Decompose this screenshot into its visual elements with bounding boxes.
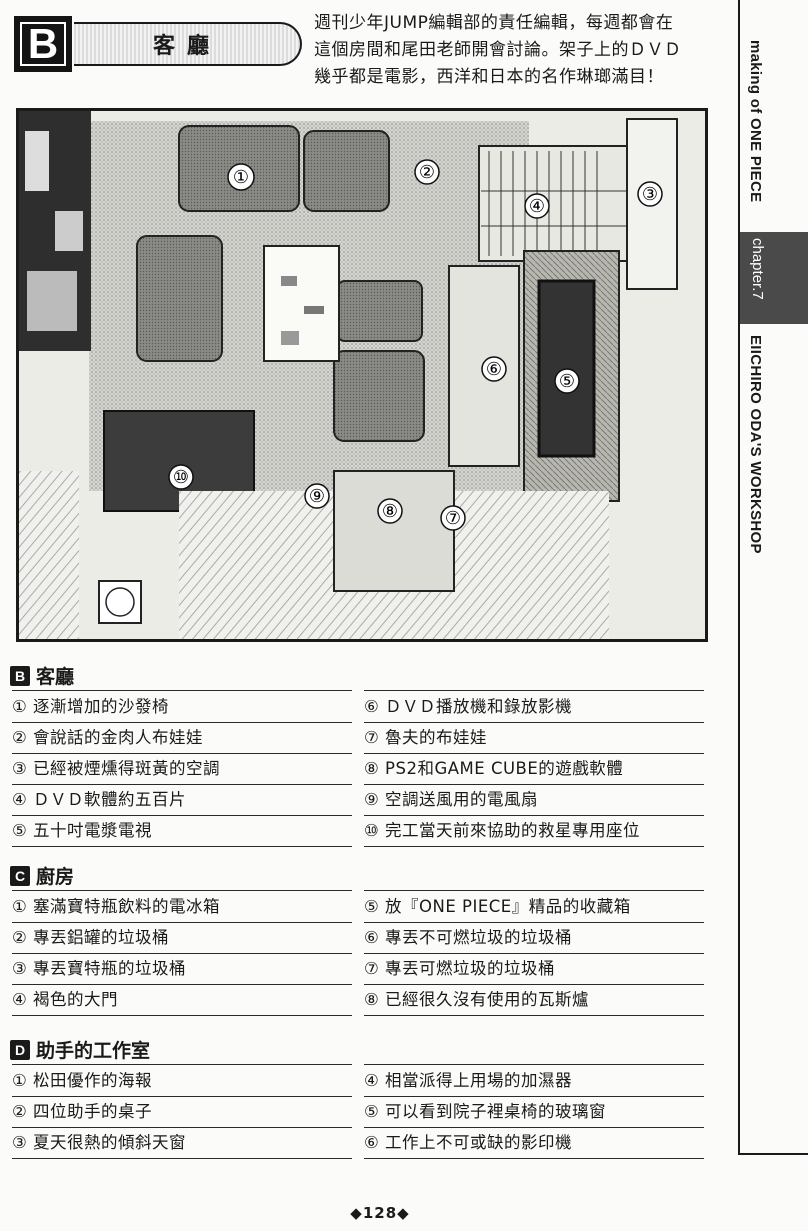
section-heading-b: B 客廳 [10,662,74,689]
marker-5: ⑤ [559,371,575,392]
legend-item: ③ 專丟寶特瓶的垃圾桶 [12,954,352,985]
section-badge: B [10,665,30,686]
shelf-item [27,271,77,331]
intro-text: 週刊少年JUMP編輯部的責任編輯，每週都會在 這個房間和尾田老師開會討論。架子上… [314,10,724,91]
marker-6: ⑥ [486,359,502,380]
page-number: ◆128◆ [350,1204,410,1222]
section-badge: C [10,865,30,886]
side-tab-border-bottom [738,1153,808,1155]
legend-item: ⑤ 可以看到院子裡桌椅的玻璃窗 [364,1097,704,1128]
section-badge: D [10,1039,30,1060]
legend-item: ⑧ 已經很久沒有使用的瓦斯爐 [364,985,704,1016]
marker-circle [414,159,440,185]
legend-item: ④ ＤＶＤ軟體約五百片 [12,785,352,816]
rule [364,890,704,891]
marker-3: ③ [642,184,658,205]
marker-circle [440,505,466,531]
av-rack [448,265,520,467]
side-chapter-tab: chapter.7 [740,232,808,324]
marker-circle [304,483,330,509]
legend-item: ④ 相當派得上用場的加濕器 [364,1066,704,1097]
marker-10: ⑩ [173,467,189,488]
coffee-table [263,245,340,362]
legend-item: ③ 已經被煙燻得斑黃的空調 [12,754,352,785]
marker-7: ⑦ [445,508,461,529]
section-title: 助手的工作室 [36,1040,151,1062]
marker-circle [554,368,580,394]
section-heading-c: C 廚房 [10,862,74,889]
game-shelf [333,470,455,592]
clock-face [105,587,135,617]
section-title: 客廳 [36,666,75,688]
rule [12,690,352,691]
legend-item: ⑤ 五十吋電漿電視 [12,816,352,847]
table-item [281,276,297,286]
legend-item: ① 塞滿寶特瓶飲料的電冰箱 [12,892,352,923]
side-tab-border [738,0,740,1155]
markers: ① ② ③ ④ ⑤ ⑥ ⑦ ⑧ ⑨ ⑩ [168,159,663,531]
legend-item: ⑨ 空調送風用的電風扇 [364,785,704,816]
window-floor [19,471,79,639]
dvd-shelf [478,145,630,262]
room-drawing: ① ② ③ ④ ⑤ ⑥ ⑦ ⑧ ⑨ ⑩ [19,111,705,639]
side-making-label: making of ONE PIECE [747,40,764,203]
marker-2: ② [419,162,435,183]
table-item [281,331,299,345]
marker-circle [227,163,255,191]
section-badge-large: B [14,16,72,72]
marker-circle [524,193,550,219]
intro-line: 這個房間和尾田老師開會討論。架子上的ＤＶＤ [314,40,682,60]
living-room-illustration: ① ② ③ ④ ⑤ ⑥ ⑦ ⑧ ⑨ ⑩ [16,108,708,642]
rule [12,890,352,891]
rule [12,1064,352,1065]
rule [364,1064,704,1065]
legend-item: ⑩ 完工當天前來協助的救星專用座位 [364,816,704,847]
rule [364,690,704,691]
legend-item: ② 四位助手的桌子 [12,1097,352,1128]
intro-line: 幾乎都是電影，西洋和日本的名作琳瑯滿目！ [314,67,664,87]
marker-8: ⑧ [382,501,398,522]
legend-item: ⑦ 專丟可燃垃圾的垃圾桶 [364,954,704,985]
marker-1: ① [233,167,249,188]
legend-item: ③ 夏天很熱的傾斜天窗 [12,1128,352,1159]
sofa [333,350,425,442]
table-item [304,306,324,314]
sofa [303,130,390,212]
legend-item: ⑥ ＤＶＤ播放機和錄放影機 [364,692,704,723]
marker-circle [481,356,507,382]
legend-item: ⑥ 專丟不可燃垃圾的垃圾桶 [364,923,704,954]
legend-item: ⑤ 放『ONE PIECE』精品的收藏箱 [364,892,704,923]
intro-line: 週刊少年JUMP編輯部的責任編輯，每週都會在 [314,13,674,33]
side-workshop-label: EIICHIRO ODA'S WORKSHOP [747,335,764,554]
legend-item: ⑥ 工作上不可或缺的影印機 [364,1128,704,1159]
page-title: 客廳 [152,34,221,59]
legend-item: ④ 褐色的大門 [12,985,352,1016]
section-heading-d: D 助手的工作室 [10,1036,150,1063]
shelf-item [55,211,83,251]
title-banner: 客廳 [74,22,302,66]
marker-4: ④ [529,196,545,217]
section-badge-letter: B [20,20,66,67]
marker-circle [637,181,663,207]
sofa [336,280,423,342]
shelf-item [25,131,49,191]
sofa [136,235,223,362]
legend-item: ① 逐漸增加的沙發椅 [12,692,352,723]
marker-circle [168,464,194,490]
legend-item: ⑧ PS2和GAME CUBE的遊戲軟體 [364,754,704,785]
legend-item: ① 松田優作的海報 [12,1066,352,1097]
marker-circle [377,498,403,524]
legend-item: ② 專丟鋁罐的垃圾桶 [12,923,352,954]
legend-item: ⑦ 魯夫的布娃娃 [364,723,704,754]
side-chapter-label: chapter.7 [749,238,766,300]
legend-item: ② 會說話的金肉人布娃娃 [12,723,352,754]
section-title: 廚房 [36,866,75,888]
marker-9: ⑨ [309,486,325,507]
